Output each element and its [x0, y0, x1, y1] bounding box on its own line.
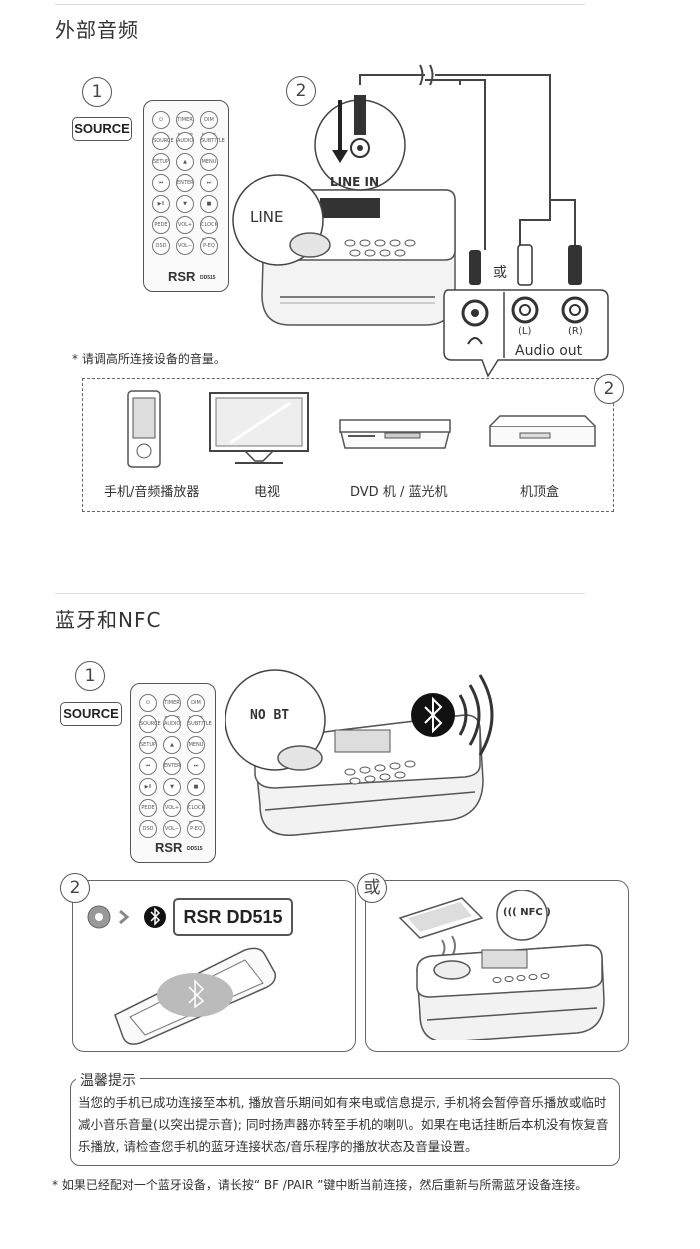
source-button-label: SOURCE [72, 117, 132, 141]
remote-button: ⏭ [200, 174, 218, 192]
remote-button: ■ [187, 778, 205, 796]
display-no-bt: NO BT [250, 708, 290, 723]
remote-button: DIM MUTE [187, 694, 205, 722]
step-2-bt-badge: 2 [60, 873, 90, 903]
remote-button: P-EQ [187, 820, 205, 838]
remote-button: SETUP [139, 736, 157, 754]
remote-button: ■ [200, 195, 218, 213]
remote-button: OSD [139, 820, 157, 838]
remote-button: VOL− [163, 820, 181, 838]
remote-button: SUBTITLE [200, 132, 225, 150]
tips-body: 当您的手机已成功连接至本机, 播放音乐期间如有来电或信息提示, 手机将会暂停音乐… [78, 1095, 609, 1154]
or-label: 或 [493, 265, 507, 281]
top-divider [55, 4, 585, 5]
device-label-dvd: DVD 机 / 蓝光机 [350, 485, 448, 500]
speaker-bluetooth-illustration [225, 669, 494, 836]
remote-button: P-EQ [200, 237, 218, 255]
remote-button: DIM MUTE [200, 111, 218, 139]
remote-button: ▼ [176, 195, 194, 213]
remote-button: ▲ [176, 153, 194, 171]
remote-button: VOL+ [163, 799, 181, 817]
devices-illustration [127, 390, 596, 468]
remote-button: ENTER [176, 174, 194, 192]
remote-button: SOURCE [152, 132, 174, 150]
remote-button: SUBTITLE [187, 715, 212, 733]
remote-button: ENTER [163, 757, 181, 775]
step-2-devices-badge: 2 [594, 374, 624, 404]
remote-button: TIMER SLEEP [163, 694, 181, 722]
line-in-label: LINE IN [330, 175, 380, 189]
remote-button: CLOCK PROG [200, 216, 218, 244]
tips-box [70, 1078, 620, 1166]
remote-model: DD515 [200, 275, 216, 281]
remote-button: ⏻ [139, 694, 157, 712]
nfc-label: ((( NFC ) [503, 907, 551, 918]
tips-title: 温馨提示 [76, 1070, 140, 1090]
remote-button: ▶II PAIR [139, 778, 157, 806]
nfc-text: NFC [520, 907, 543, 918]
device-label-tv: 电视 [254, 485, 281, 500]
step-1-badge: 1 [82, 77, 112, 107]
remote-button: ⏮ [139, 757, 157, 775]
device-name-box: RSR DD515 [173, 898, 293, 936]
step-1-bt-badge: 1 [75, 661, 105, 691]
remote-model: DD515 [187, 846, 203, 852]
remote-button: ⏻ [152, 111, 170, 129]
left-channel-label: (L) [518, 326, 532, 337]
phone-pairing-illustration [87, 905, 277, 1045]
section2-divider [55, 593, 585, 594]
audio-out-label: Audio out [515, 343, 583, 359]
remote-button: PEDE [139, 799, 157, 817]
or-badge: 或 [357, 873, 387, 903]
section-title-bluetooth-nfc: 蓝牙和NFC [55, 608, 162, 632]
right-channel-label: (R) [568, 326, 583, 337]
remote-button: VOL+ [176, 216, 194, 234]
remote-brand: RSR [155, 840, 183, 855]
remote-button: ⏭ [187, 757, 205, 775]
volume-note: * 请调高所连接设备的音量。 [72, 352, 226, 366]
step-2-badge: 2 [286, 76, 316, 106]
remote-button: AUDIO [163, 715, 181, 733]
remote-button: ▲ [163, 736, 181, 754]
speaker-connection-diagram [232, 64, 609, 378]
remote-button: ▶II PAIR [152, 195, 170, 223]
remote-button: OSD [152, 237, 170, 255]
remote-button: SOURCE [139, 715, 161, 733]
section-title-external-audio: 外部音频 [55, 18, 139, 42]
remote-button: MENU [200, 153, 218, 171]
remote-brand: RSR [168, 269, 196, 284]
remote-button: PEDE [152, 216, 170, 234]
remote-button: TIMER SLEEP [176, 111, 194, 139]
remote-button: VOL− [176, 237, 194, 255]
remote-button: CLOCK PROG [187, 799, 205, 827]
remote-button: MENU [187, 736, 205, 754]
nfc-illustration [398, 890, 605, 1040]
device-label-phone: 手机/音频播放器 [104, 485, 200, 500]
remote-button: ⏮ [152, 174, 170, 192]
remote-button: SETUP [152, 153, 170, 171]
remote-button: ▼ [163, 778, 181, 796]
line-label: LINE [250, 208, 284, 226]
devices-box [82, 378, 614, 512]
footnote: * 如果已经配对一个蓝牙设备，请长按“ BF /PAIR ”键中断当前连接，然后… [52, 1178, 588, 1192]
remote-button: AUDIO [176, 132, 194, 150]
device-label-settop: 机顶盒 [520, 485, 560, 500]
source-bt-label: SOURCE [60, 702, 122, 726]
